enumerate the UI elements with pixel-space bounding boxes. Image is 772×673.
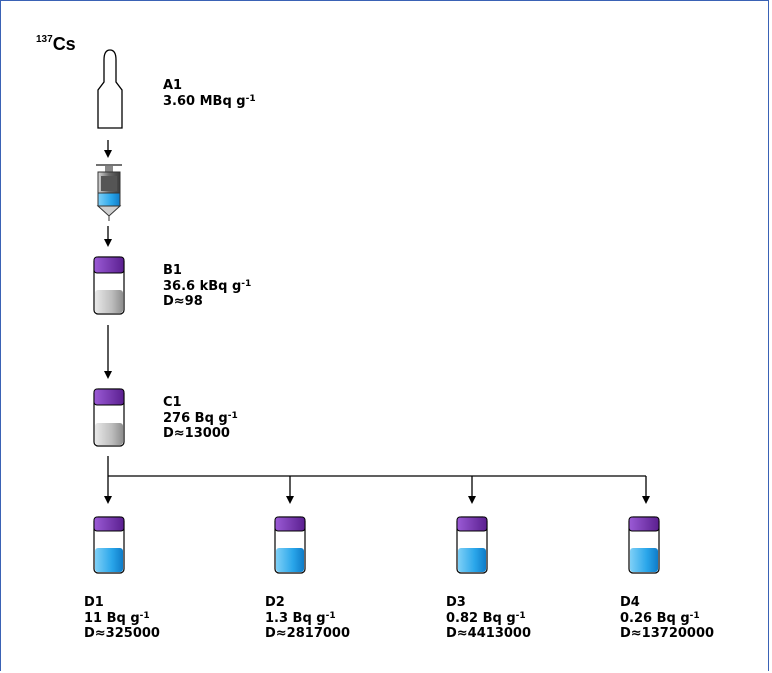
c1-activity: 276 Bq g-1 [163,410,238,426]
d4-dilution: D≈13720000 [620,626,715,641]
d3-dilution: D≈4413000 [446,626,532,641]
d1-name: D1 [84,595,104,610]
label-d2: D2 1.3 Bq g-1 D≈2817000 [265,595,350,642]
vial-d3-icon [456,516,488,574]
c1-name: C1 [163,395,182,410]
vial-b1-icon [93,256,125,315]
d3-activity: 0.82 Bq g-1 [446,610,526,626]
d2-dilution: D≈2817000 [265,626,351,641]
c1-dilution: D≈13000 [163,426,230,441]
d1-activity: 11 Bq g-1 [84,610,150,626]
label-d1: D1 11 Bq g-1 D≈325000 [84,595,160,642]
d2-activity: 1.3 Bq g-1 [265,610,336,626]
isotope-label: 137Cs [36,34,76,54]
d4-name: D4 [620,595,640,610]
ampoule-icon [97,49,123,129]
b1-name: B1 [163,263,182,278]
vial-d4-icon [628,516,660,574]
a1-activity: 3.60 MBq g-1 [163,93,256,109]
d3-name: D3 [446,595,466,610]
vial-d2-icon [274,516,306,574]
b1-activity: 36.6 kBq g-1 [163,278,252,294]
vial-d1-icon [93,516,125,574]
d2-name: D2 [265,595,285,610]
label-c1: C1 276 Bq g-1 D≈13000 [163,395,238,442]
label-a1: A1 3.60 MBq g-1 [163,78,256,109]
d4-activity: 0.26 Bq g-1 [620,610,700,626]
syringe-icon [96,164,122,221]
d1-dilution: D≈325000 [84,626,160,641]
a1-name: A1 [163,78,183,93]
label-d4: D4 0.26 Bq g-1 D≈13720000 [620,595,714,642]
vial-c1-icon [93,388,125,447]
label-d3: D3 0.82 Bq g-1 D≈4413000 [446,595,531,642]
distribution-lines [104,456,650,504]
label-b1: B1 36.6 kBq g-1 D≈98 [163,263,251,310]
b1-dilution: D≈98 [163,294,203,309]
